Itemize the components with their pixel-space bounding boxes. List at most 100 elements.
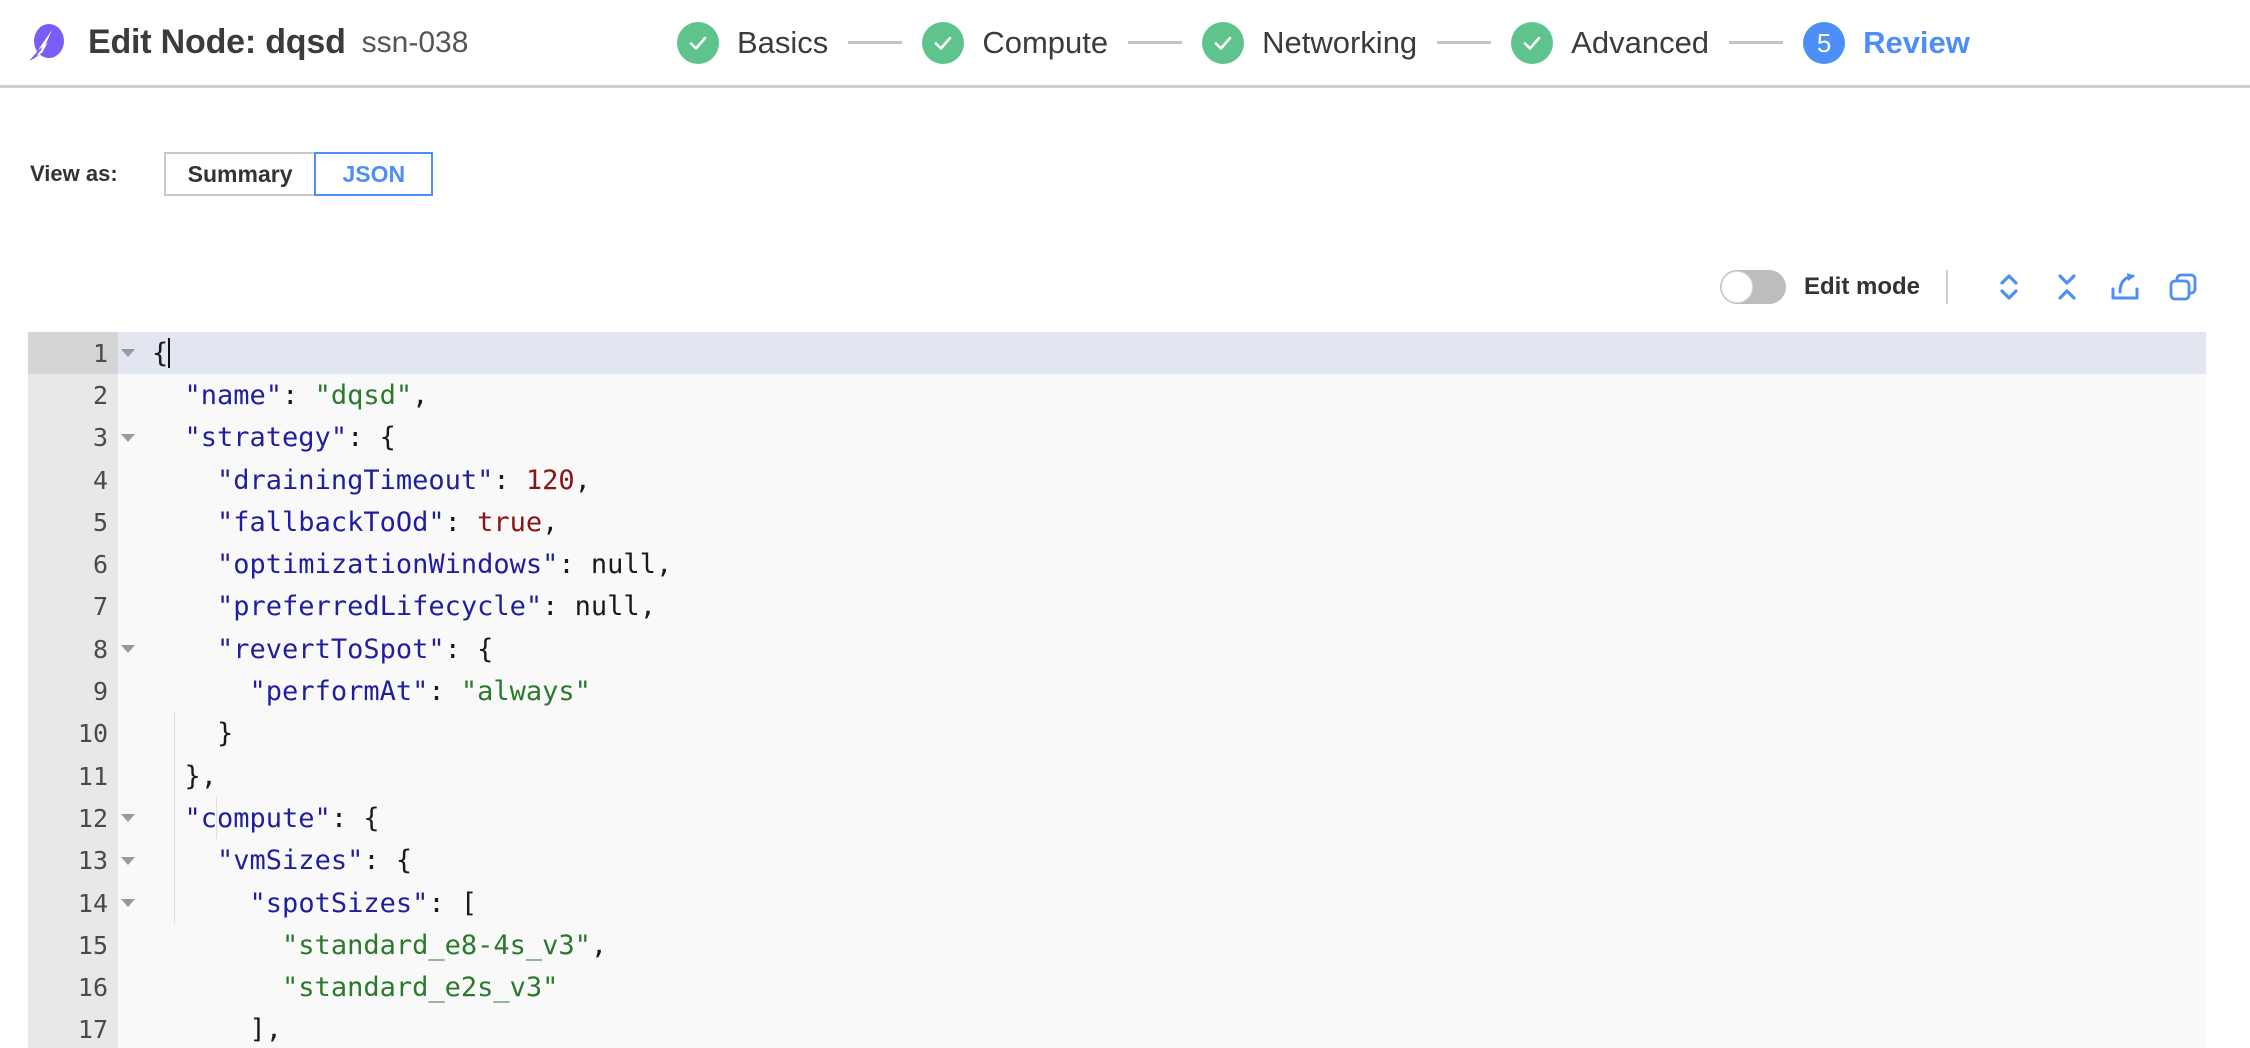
step-connector bbox=[848, 41, 903, 44]
line-number-gutter: 1 bbox=[28, 332, 118, 375]
code-token-k: "preferredLifecycle" bbox=[217, 591, 543, 623]
code-line-text[interactable]: "preferredLifecycle": null, bbox=[138, 586, 2206, 628]
view-as-summary-button[interactable]: Summary bbox=[163, 152, 315, 196]
line-number-gutter: 15 bbox=[28, 924, 118, 967]
code-line[interactable]: 15 "standard_e8-4s_v3", bbox=[28, 924, 2206, 967]
step-review[interactable]: 5 Review bbox=[1803, 21, 1970, 64]
chevron-down-icon bbox=[121, 433, 135, 442]
step-compute[interactable]: Compute bbox=[922, 21, 1109, 64]
code-line-text[interactable]: ], bbox=[138, 1009, 2206, 1048]
indent bbox=[152, 382, 185, 409]
code-line-text[interactable]: "vmSizes": { bbox=[138, 840, 2206, 882]
step-label-advanced: Advanced bbox=[1571, 24, 1710, 60]
indent bbox=[152, 1016, 250, 1043]
edit-mode-toggle[interactable] bbox=[1719, 270, 1786, 304]
line-number-gutter: 6 bbox=[28, 543, 118, 586]
code-line-text[interactable]: "name": "dqsd", bbox=[138, 374, 2206, 416]
code-line-text[interactable]: "compute": { bbox=[138, 797, 2206, 839]
code-line[interactable]: 1{ bbox=[28, 332, 2206, 375]
code-line[interactable]: 9 "performAt": "always" bbox=[28, 670, 2206, 713]
step-label-review: Review bbox=[1863, 24, 1970, 60]
code-line-text[interactable]: "revertToSpot": { bbox=[138, 628, 2206, 670]
code-line[interactable]: 12 "compute": { bbox=[28, 797, 2206, 840]
indent bbox=[152, 551, 217, 578]
fold-arrow-icon[interactable] bbox=[118, 628, 138, 670]
code-line-text[interactable]: } bbox=[138, 713, 2206, 755]
code-line[interactable]: 5 "fallbackToOd": true, bbox=[28, 501, 2206, 544]
code-line-text[interactable]: "fallbackToOd": true, bbox=[138, 501, 2206, 543]
fold-arrow-icon[interactable] bbox=[118, 332, 138, 374]
view-as-json-button[interactable]: JSON bbox=[314, 152, 434, 196]
code-line-text[interactable]: "optimizationWindows": null, bbox=[138, 543, 2206, 585]
code-token-p: , bbox=[590, 929, 608, 961]
line-number-gutter: 5 bbox=[28, 501, 118, 544]
code-token-s: "always" bbox=[460, 676, 591, 708]
check-icon bbox=[1202, 21, 1245, 64]
code-token-p: ], bbox=[249, 1014, 283, 1046]
code-line[interactable]: 2 "name": "dqsd", bbox=[28, 374, 2206, 417]
fold-arrow-icon[interactable] bbox=[118, 797, 138, 839]
code-line-text[interactable]: "spotSizes": [ bbox=[138, 882, 2206, 924]
step-connector bbox=[1128, 41, 1183, 44]
wizard-stepper: Basics Compute Networking bbox=[677, 21, 2250, 64]
line-number: 3 bbox=[92, 423, 108, 453]
fold-spacer bbox=[118, 459, 138, 501]
code-token-p: : bbox=[282, 379, 315, 411]
page-subtitle: ssn-038 bbox=[361, 25, 469, 59]
line-number-gutter: 3 bbox=[28, 416, 118, 459]
code-token-k: "drainingTimeout" bbox=[217, 464, 494, 496]
code-line-text[interactable]: "performAt": "always" bbox=[138, 670, 2206, 712]
view-as-segmented-control: Summary JSON bbox=[163, 152, 434, 196]
fold-arrow-icon[interactable] bbox=[118, 882, 138, 924]
collapse-all-icon[interactable] bbox=[2044, 264, 2090, 310]
view-as-row: View as: Summary JSON bbox=[0, 152, 2250, 196]
indent bbox=[152, 593, 217, 620]
code-body[interactable]: 1{2 "name": "dqsd",3 "strategy": {4 "dra… bbox=[28, 332, 2206, 1048]
fold-spacer bbox=[118, 1009, 138, 1048]
code-line[interactable]: 11 }, bbox=[28, 754, 2206, 798]
code-line[interactable]: 8 "revertToSpot": { bbox=[28, 628, 2206, 671]
code-line-text[interactable]: "standard_e2s_v3" bbox=[138, 966, 2206, 1008]
line-number: 13 bbox=[77, 846, 108, 876]
code-line[interactable]: 16 "standard_e2s_v3" bbox=[28, 966, 2206, 1009]
code-token-p: , bbox=[542, 506, 559, 538]
json-editor[interactable]: 1{2 "name": "dqsd",3 "strategy": {4 "dra… bbox=[28, 332, 2206, 1048]
step-advanced[interactable]: Advanced bbox=[1511, 21, 1710, 64]
code-line[interactable]: 17 ], bbox=[28, 1008, 2206, 1048]
line-number-gutter: 17 bbox=[28, 1008, 118, 1048]
code-token-nl: null bbox=[574, 591, 640, 623]
fold-arrow-icon[interactable] bbox=[118, 417, 138, 459]
code-token-s: "standard_e8-4s_v3" bbox=[282, 929, 591, 961]
expand-all-icon[interactable] bbox=[1986, 264, 2032, 310]
fold-arrow-icon[interactable] bbox=[118, 840, 138, 882]
fold-spacer bbox=[118, 586, 138, 628]
step-connector bbox=[1437, 41, 1492, 44]
code-line-text[interactable]: "drainingTimeout": 120, bbox=[138, 459, 2206, 501]
step-basics[interactable]: Basics bbox=[677, 21, 828, 64]
code-line-text[interactable]: { bbox=[138, 332, 2206, 374]
export-icon[interactable] bbox=[2102, 264, 2148, 310]
step-networking[interactable]: Networking bbox=[1202, 21, 1417, 64]
code-line-text[interactable]: "strategy": { bbox=[138, 417, 2206, 459]
code-line[interactable]: 10 } bbox=[28, 712, 2206, 755]
code-line[interactable]: 13 "vmSizes": { bbox=[28, 839, 2206, 882]
code-line[interactable]: 4 "drainingTimeout": 120, bbox=[28, 458, 2206, 502]
code-line[interactable]: 7 "preferredLifecycle": null, bbox=[28, 585, 2206, 629]
indent bbox=[152, 509, 217, 536]
code-line[interactable]: 14 "spotSizes": [ bbox=[28, 881, 2206, 925]
check-icon bbox=[922, 21, 965, 64]
code-line-text[interactable]: "standard_e8-4s_v3", bbox=[138, 924, 2206, 966]
indent bbox=[152, 424, 185, 451]
copy-icon[interactable] bbox=[2160, 264, 2206, 310]
indent bbox=[152, 805, 185, 832]
step-label-compute: Compute bbox=[982, 24, 1109, 60]
step-number: 5 bbox=[1816, 27, 1832, 58]
line-number: 10 bbox=[77, 719, 108, 749]
code-line-text[interactable]: }, bbox=[138, 755, 2206, 797]
code-token-k: "name" bbox=[184, 379, 283, 411]
code-line[interactable]: 3 "strategy": { bbox=[28, 416, 2206, 459]
page-header: Edit Node: dqsd ssn-038 Basics Compute bbox=[0, 0, 2250, 88]
view-as-label: View as: bbox=[30, 161, 118, 186]
line-number: 16 bbox=[77, 973, 108, 1003]
code-line[interactable]: 6 "optimizationWindows": null, bbox=[28, 543, 2206, 586]
